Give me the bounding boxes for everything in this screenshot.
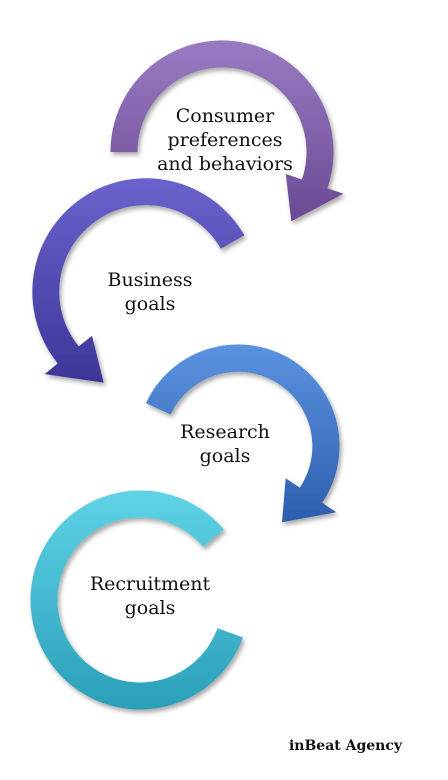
step-label-research-goals: Research goals [150, 420, 300, 468]
step-label-line: Research [180, 421, 270, 443]
step-label-line: Consumer [175, 105, 275, 127]
step-label-consumer-preferences: Consumer preferences and behaviors [150, 104, 300, 176]
step-label-line: Business [107, 269, 193, 291]
arrow-arc-business [32, 178, 245, 383]
step-label-line: goals [124, 293, 176, 315]
agency-credit: inBeat Agency [288, 738, 402, 754]
step-label-line: preferences [167, 129, 283, 151]
step-label-line: goals [124, 597, 176, 619]
arrow-arc-research [146, 344, 340, 523]
step-label-recruitment-goals: Recruitment goals [75, 572, 225, 620]
step-label-business-goals: Business goals [80, 268, 220, 316]
arrow-arc-consumer [110, 40, 344, 222]
step-label-line: and behaviors [157, 153, 293, 175]
step-label-line: Recruitment [89, 573, 211, 595]
step-label-line: goals [199, 445, 251, 467]
